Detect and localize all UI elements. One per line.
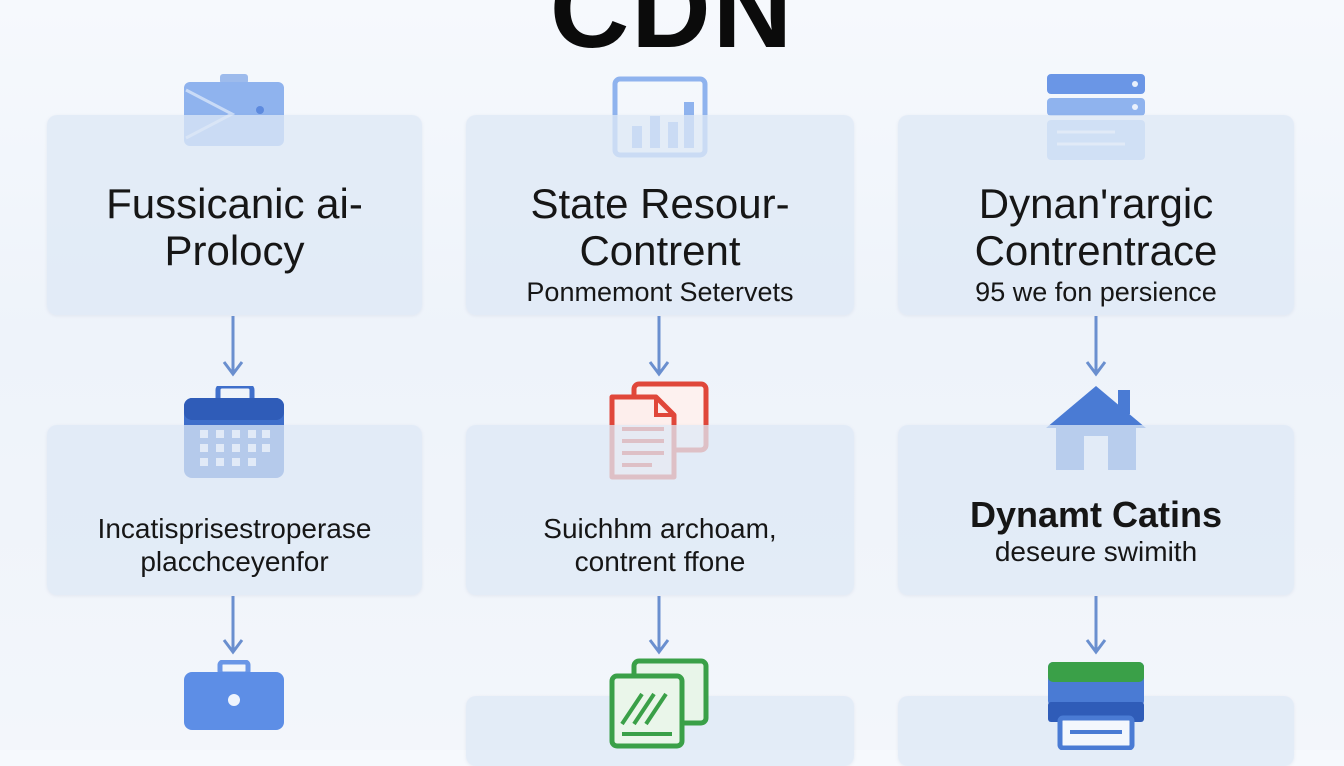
col2-top-subtitle: Ponmemont Setervets bbox=[526, 277, 794, 307]
diagram-title: CDN bbox=[549, 0, 795, 71]
printer-icon bbox=[1048, 662, 1144, 750]
arrow-down-icon bbox=[222, 596, 244, 655]
col2-top-card: State Resour- Contrent Ponmemont Seterve… bbox=[466, 115, 854, 315]
arrow-down-icon bbox=[648, 316, 670, 377]
col2-top-heading-line2: Contrent bbox=[579, 227, 741, 274]
col3-top-heading-line2: Contrentrace bbox=[974, 227, 1218, 274]
arrow-down-icon bbox=[648, 596, 670, 655]
col1-top-heading-line2: Prolocy bbox=[164, 227, 305, 274]
col1-mid-card: Incatisprisestroperase placchceyenfor bbox=[47, 425, 422, 595]
col3-top-heading-line1: Dynan'rargic bbox=[978, 180, 1214, 227]
col2-mid-card: Suichhm archoam, contrent ffone bbox=[466, 425, 854, 595]
col2-mid-text-line1: Suichhm archoam, bbox=[543, 513, 777, 544]
arrow-down-icon bbox=[1085, 596, 1107, 655]
image-gallery-icon bbox=[609, 658, 709, 749]
col3-mid-text-line1: deseure swimith bbox=[994, 536, 1198, 567]
col2-top-heading-line1: State Resour- bbox=[530, 180, 790, 227]
col3-mid-heading: Dynamt Catins bbox=[969, 494, 1223, 535]
col1-mid-text-line1: Incatisprisestroperase bbox=[97, 513, 372, 544]
col3-top-subtitle: 95 we fon persience bbox=[975, 277, 1217, 307]
col3-top-card: Dynan'rargic Contrentrace 95 we fon pers… bbox=[898, 115, 1294, 315]
col3-mid-card: Dynamt Catins deseure swimith bbox=[898, 425, 1294, 595]
col1-mid-text-line2: placchceyenfor bbox=[140, 546, 329, 577]
col1-top-card: Fussicanic ai- Prolocy bbox=[47, 115, 422, 315]
briefcase-icon bbox=[184, 660, 284, 730]
arrow-down-icon bbox=[222, 316, 244, 377]
arrow-down-icon bbox=[1085, 316, 1107, 377]
col2-mid-text-line2: contrent ffone bbox=[574, 546, 746, 577]
col1-top-heading-line1: Fussicanic ai- bbox=[106, 180, 363, 227]
